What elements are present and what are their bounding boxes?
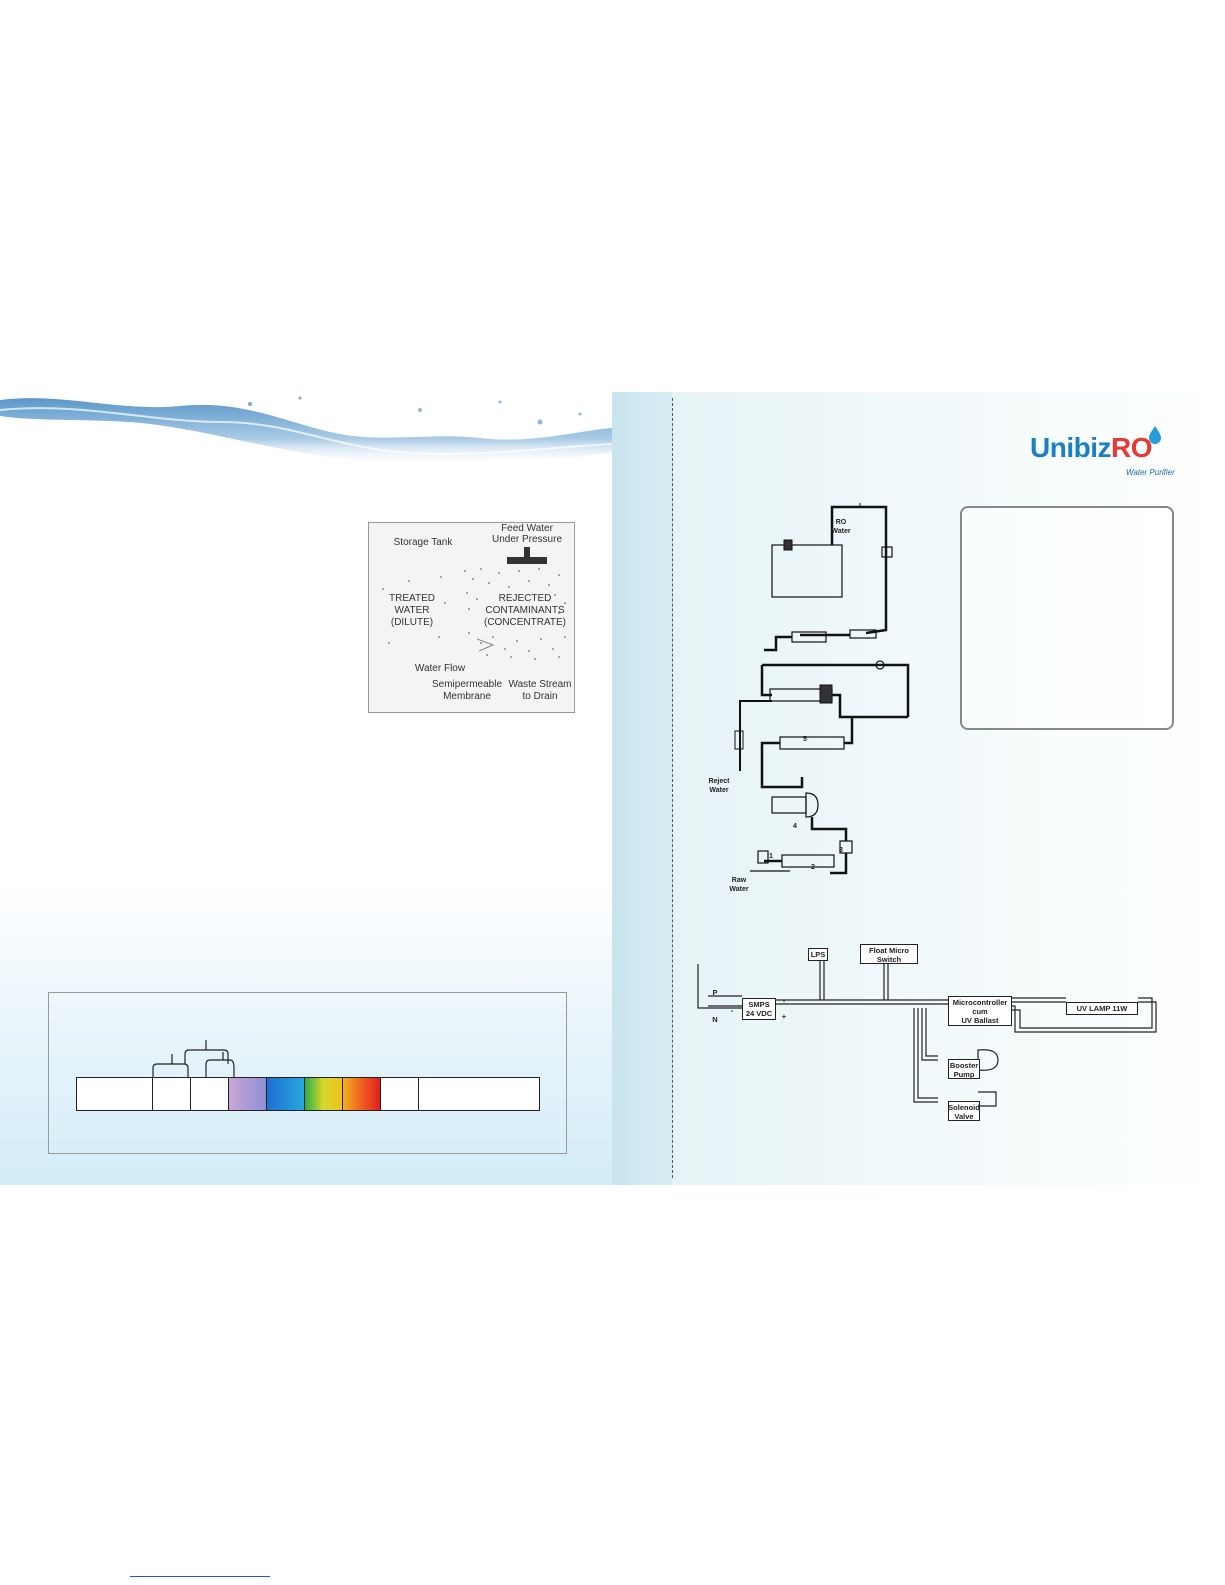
reverse-osmosis-diagram: Storage Tank Feed Water Under Pressure T… [368, 522, 575, 713]
stage-number-5: 5 [803, 736, 807, 743]
particle-dots [382, 568, 566, 660]
microcontroller-label-2: cum [972, 1007, 988, 1016]
footer-underline [130, 1576, 270, 1577]
spectrum-segment-2 [153, 1078, 191, 1110]
spectrum-segment-3 [191, 1078, 229, 1110]
water-drop-icon [1149, 426, 1161, 444]
treated-label-3: (DILUTE) [390, 617, 434, 628]
reject-water-label-2: Water [709, 787, 729, 794]
ro-water-label-2: Water [831, 528, 851, 535]
solenoid-valve-label-1: Solenoid [948, 1103, 980, 1112]
stage-number-2: 2 [811, 864, 815, 871]
spectrum-segment-8 [381, 1078, 419, 1110]
spectrum-segment-9 [419, 1078, 539, 1110]
logo-tagline: Water Purifier [1126, 468, 1175, 477]
spectrum-brackets [152, 1040, 235, 1078]
membrane-label-2: Membrane [443, 691, 491, 702]
ro-water-label-1: RO [835, 519, 847, 526]
plus-label: + [781, 1012, 787, 1021]
feed-water-label-1: Feed Water [501, 523, 553, 534]
water-flow-diagram [734, 503, 910, 875]
raw-water-label-2: Water [729, 886, 749, 893]
minus-label-2: - [730, 1006, 734, 1015]
piston-icon [507, 547, 547, 564]
electrical-wiring-diagram [697, 952, 1157, 1107]
smps-box [742, 998, 776, 1020]
stage-number-1: 1 [769, 853, 773, 860]
microcontroller-label-1: Microcontroller [952, 998, 1008, 1007]
solenoid-valve-box [948, 1101, 980, 1121]
spectrum-segment-blue [267, 1078, 305, 1110]
spectrum-segment-red [343, 1078, 381, 1110]
treated-label-1: TREATED [389, 593, 435, 604]
microcontroller-box [948, 996, 1012, 1026]
float-switch-label-2: Switch [876, 955, 902, 964]
treated-label-2: WATER [394, 605, 430, 616]
reject-water-label-1: Reject [708, 778, 730, 785]
microcontroller-label-3: UV Ballast [961, 1016, 999, 1025]
float-switch-box [860, 944, 918, 964]
brand-logo: UnibizRO Water Purifier [1030, 426, 1190, 483]
spectrum-segment-violet [229, 1078, 267, 1110]
membrane-label-1: Semipermeable [431, 679, 503, 690]
waste-label-1: Waste Stream [508, 679, 572, 690]
feed-water-label-2: Under Pressure [491, 534, 563, 545]
booster-pump-label-1: Booster [949, 1061, 979, 1070]
neutral-label: N [712, 1015, 718, 1024]
spectrum-panel [48, 992, 567, 1154]
minus-label: - [782, 996, 786, 1005]
rejected-label-3: (CONCENTRATE) [483, 617, 567, 628]
float-switch-label-1: Float Micro [868, 946, 909, 955]
stage-number-3: 3 [839, 847, 843, 854]
smps-label-2: 24 VDC [745, 1009, 773, 1018]
stage-number-4: 4 [793, 823, 797, 830]
booster-pump-box [948, 1059, 980, 1079]
smps-label-1: SMPS [748, 1000, 770, 1009]
lps-box [808, 948, 828, 961]
electromagnetic-spectrum-bar [76, 1077, 540, 1111]
water-flow-label: Water Flow [414, 663, 466, 674]
logo-wordmark: UnibizRO [1030, 432, 1153, 463]
booster-pump-label-2: Pump [953, 1070, 975, 1079]
uv-lamp-label: UV LAMP 11W [1076, 1004, 1128, 1013]
lps-label: LPS [810, 950, 826, 959]
rejected-label-1: REJECTED [498, 593, 552, 604]
uv-lamp-box [1066, 1002, 1138, 1015]
raw-water-label-1: Raw [731, 877, 747, 884]
spine-panel [612, 392, 672, 1185]
spectrum-segment-1 [77, 1078, 153, 1110]
phase-label: P [712, 988, 718, 997]
rejected-label-2: CONTAMINANTS [485, 605, 565, 616]
spectrum-segment-green-yellow [305, 1078, 343, 1110]
water-wave-graphic [0, 396, 612, 467]
waste-label-2: to Drain [522, 691, 558, 702]
solenoid-valve-label-2: Valve [954, 1112, 974, 1121]
info-panel [960, 506, 1174, 730]
fold-line [672, 398, 673, 1178]
storage-tank-label: Storage Tank [393, 537, 453, 548]
